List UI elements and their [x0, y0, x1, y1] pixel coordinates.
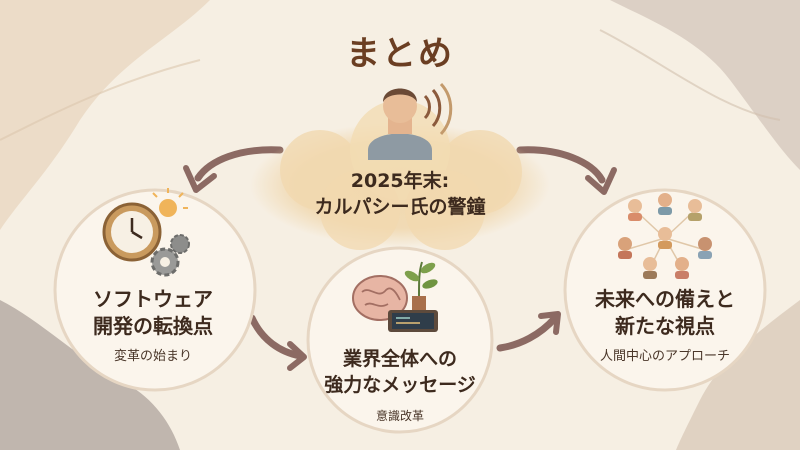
- arrow-center-to-right: [516, 146, 617, 195]
- top-left-wash: [0, 0, 210, 230]
- brain-plant-icon: [352, 261, 438, 332]
- left-node-title: ソフトウェア 開発の転換点: [48, 286, 258, 340]
- arrow-left-to-middle: [248, 314, 307, 371]
- arrow-center-to-left: [183, 146, 284, 193]
- center-title-line-1: 2025年末:: [350, 170, 450, 192]
- clock-gear-icon: [102, 188, 190, 277]
- left-node-subtitle: 変革の始まり: [113, 349, 192, 364]
- center-title-line-2: カルパシー氏の警鐘: [314, 196, 486, 218]
- right-node-subtitle: 人間中心のアプローチ: [599, 349, 730, 364]
- middle-node-subtitle: 意識改革: [375, 409, 424, 423]
- right-title-line-1: 未来への備えと: [595, 287, 735, 311]
- slide-title: まとめ: [346, 34, 454, 74]
- right-title-line-2: 新たな視点: [615, 314, 715, 338]
- left-title-line-1: ソフトウェア: [93, 287, 213, 311]
- speaking-person-icon: [368, 82, 453, 160]
- right-node-title: 未来への備えと 新たな視点: [555, 286, 775, 340]
- right-circle: [563, 188, 767, 392]
- middle-node-title: 業界全体への 強力なメッセージ: [290, 346, 510, 398]
- bottom-left-wash: [0, 300, 180, 450]
- middle-title-line-2: 強力なメッセージ: [324, 374, 476, 396]
- people-network-icon: [618, 193, 712, 279]
- middle-title-line-1: 業界全体への: [342, 348, 457, 370]
- top-right-wash: [610, 0, 800, 170]
- center-cloud: [250, 100, 550, 250]
- center-node-title: 2025年末: カルパシー氏の警鐘: [260, 168, 540, 220]
- arrow-middle-to-right: [496, 311, 561, 352]
- left-title-line-2: 開発の転換点: [93, 314, 213, 338]
- middle-circle: [306, 246, 494, 434]
- bottom-right-wash: [676, 300, 800, 450]
